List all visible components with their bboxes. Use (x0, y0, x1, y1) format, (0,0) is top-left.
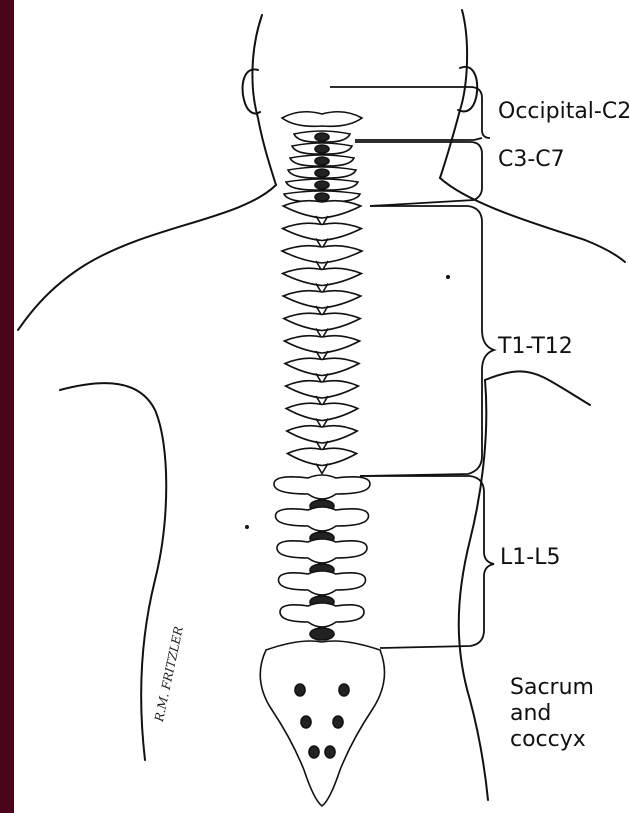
sacrum-line-1: Sacrum (510, 675, 620, 701)
t1-t12-label: T1-T12 (498, 334, 573, 360)
cervical-body (315, 181, 329, 189)
cervical-body (315, 193, 329, 201)
lumbar-disc (310, 628, 334, 640)
cervical-body (315, 157, 329, 165)
thoracic-vertebra (283, 223, 362, 240)
occipital-bracket (330, 87, 490, 140)
lumbar-vertebra (279, 571, 366, 595)
thoracic-vertebra (284, 313, 360, 330)
thoracic-vertebra (283, 291, 361, 308)
sacrum-coccyx-label: Sacrum and coccyx (510, 675, 620, 753)
head-outline-right (440, 10, 467, 178)
right-arm (485, 371, 590, 405)
occipital-c2-label: Occipital-C2 (498, 99, 630, 125)
cervical-bracket (355, 142, 482, 206)
cervical-body (315, 145, 329, 153)
lumbar-bracket (360, 476, 494, 648)
sacral-foramen (325, 746, 335, 758)
thoracic-vertebra (287, 426, 357, 443)
thoracic-bracket (360, 206, 494, 476)
skin-mark (246, 526, 248, 528)
thoracic-vertebra (287, 448, 356, 465)
sacrum (260, 641, 384, 806)
sacral-foramen (301, 716, 311, 728)
thoracic-vertebra (284, 336, 359, 353)
c3-c7-label: C3-C7 (498, 147, 565, 173)
spine (260, 112, 384, 806)
lumbar-vertebra (276, 507, 369, 531)
sacrum-line-2: and (510, 701, 620, 727)
left-shoulder (18, 185, 276, 330)
right-shoulder (440, 178, 625, 262)
thoracic-vertebra (283, 201, 361, 218)
lumbar-vertebra (274, 475, 370, 499)
sacral-foramen (339, 684, 349, 696)
lumbar-vertebra (280, 603, 364, 627)
head-outline (252, 15, 276, 185)
sacrum-line-3: coccyx (510, 727, 620, 753)
cervical-body (315, 133, 329, 141)
thoracic-vertebra (285, 358, 359, 375)
sacral-foramen (333, 716, 343, 728)
left-ear (243, 69, 260, 113)
thoracic-vertebra (283, 268, 362, 285)
sacral-foramen (309, 746, 319, 758)
thoracic-vertebra (286, 381, 359, 398)
thoracic-vertebra (286, 403, 358, 420)
lumbar-vertebra (277, 539, 367, 563)
cervical-body (315, 169, 329, 177)
skin-mark (447, 276, 449, 278)
sacral-foramen (295, 684, 305, 696)
thoracic-vertebra (282, 246, 362, 263)
left-side (60, 383, 166, 760)
atlas-vertebra (282, 112, 362, 127)
l1-l5-label: L1-L5 (500, 545, 560, 571)
